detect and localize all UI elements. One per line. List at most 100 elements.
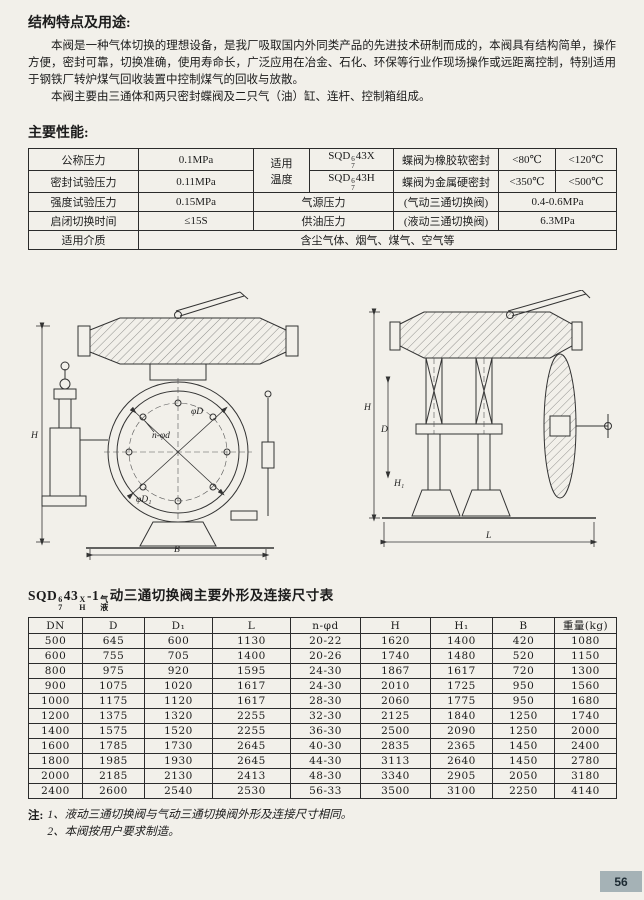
dim-label-l: L <box>485 531 491 541</box>
table-cell: 2400 <box>554 738 617 754</box>
table-cell: 1250 <box>492 708 555 724</box>
table-cell: 2413 <box>212 768 291 784</box>
valve-front-view-drawing: H <box>30 291 299 560</box>
dim-label-phi-d: φD <box>191 407 203 417</box>
table-cell: 1320 <box>144 708 213 724</box>
table-cell: 2645 <box>212 753 291 769</box>
valve-side-view-drawing: H D H₁ <box>364 290 612 547</box>
hard-seal-temp1: <350℃ <box>498 170 556 193</box>
table-cell: 645 <box>82 633 145 649</box>
table-cell: 1120 <box>144 693 213 709</box>
table-cell: 2645 <box>212 738 291 754</box>
table-cell: 800 <box>28 663 83 679</box>
table-cell: 2130 <box>144 768 213 784</box>
column-header: D <box>82 617 145 634</box>
table-cell: 1730 <box>144 738 213 754</box>
oil-supply-label: 供油压力 <box>253 211 394 231</box>
performance-heading: 主要性能: <box>28 126 89 141</box>
table-cell: 40-30 <box>290 738 361 754</box>
table-cell: 1800 <box>28 753 83 769</box>
nominal-pressure-label: 公称压力 <box>28 148 139 171</box>
technical-drawings: H <box>28 290 616 562</box>
table-cell: 520 <box>492 648 555 664</box>
table-cell: 1400 <box>430 633 493 649</box>
dim-label-b: B <box>174 545 180 555</box>
table-cell: 1250 <box>492 723 555 739</box>
table-cell: 1480 <box>430 648 493 664</box>
table-cell: 3180 <box>554 768 617 784</box>
table-cell: 2500 <box>360 723 431 739</box>
temp-label-cell: 适用 温度 <box>253 148 310 193</box>
table-cell: 1200 <box>28 708 83 724</box>
column-header: H₁ <box>430 617 493 634</box>
table-cell: 1725 <box>430 678 493 694</box>
table-cell: 2365 <box>430 738 493 754</box>
table-cell: 1867 <box>360 663 431 679</box>
features-heading: 结构特点及用途: <box>28 16 131 31</box>
dim-label-n-phi-d: n-φd <box>152 431 170 441</box>
column-header: L <box>212 617 291 634</box>
table-cell: 2060 <box>360 693 431 709</box>
strength-test-label: 强度试验压力 <box>28 192 139 212</box>
table-cell: 2250 <box>492 783 555 799</box>
table-cell: 1785 <box>82 738 145 754</box>
table-cell: 1375 <box>82 708 145 724</box>
dim-label-phi-d1: φD₁ <box>136 495 151 505</box>
table-cell: 56-33 <box>290 783 361 799</box>
temp-label-line1: 适用 <box>270 157 293 170</box>
table-cell: 1775 <box>430 693 493 709</box>
table-cell: 1680 <box>554 693 617 709</box>
table-cell: 2255 <box>212 708 291 724</box>
title-model-mid: 43 <box>63 588 79 603</box>
table-cell: 2540 <box>144 783 213 799</box>
table-cell: 1520 <box>144 723 213 739</box>
table-cell: 1595 <box>212 663 291 679</box>
table-cell: 2010 <box>360 678 431 694</box>
table-cell: 24-30 <box>290 678 361 694</box>
model-suffix: 43X <box>355 150 375 162</box>
title-drive-type-stack: 气液 <box>100 595 109 612</box>
nominal-pressure-value: 0.1MPa <box>138 148 254 171</box>
model-suffix: 43H <box>355 172 375 184</box>
table-cell: 48-30 <box>290 768 361 784</box>
temp-label-line2: 温度 <box>270 173 293 186</box>
oil-supply-model: (液动三通切换阀) <box>393 211 499 231</box>
table-cell: 975 <box>82 663 145 679</box>
title-rest: 动三通切换阀主要外形及连接尺寸表 <box>109 588 334 603</box>
features-paragraph-1: 本阀是一种气体切换的理想设备，是我厂吸取国内外同类产品的先进技术研制而成的，本阀… <box>28 40 616 86</box>
perf-row-3: 强度试验压力 0.15MPa 气源压力 (气动三通切换阀) 0.4-0.6MPa <box>28 192 617 212</box>
table-cell: 3500 <box>360 783 431 799</box>
table-cell: 1840 <box>430 708 493 724</box>
table-cell: 2530 <box>212 783 291 799</box>
table-cell: 1575 <box>82 723 145 739</box>
table-cell: 950 <box>492 693 555 709</box>
table-cell: 1930 <box>144 753 213 769</box>
table-cell: 2000 <box>554 723 617 739</box>
table-cell: 1985 <box>82 753 145 769</box>
soft-seal-desc: 蝶阀为橡胶软密封 <box>393 148 499 171</box>
dim-label-h: H <box>30 431 39 441</box>
table-cell: 2050 <box>492 768 555 784</box>
table-cell: 1130 <box>212 633 291 649</box>
table-cell: 20-26 <box>290 648 361 664</box>
column-header: 重量(kg) <box>554 617 617 634</box>
hard-seal-desc: 蝶阀为金属硬密封 <box>393 170 499 193</box>
switch-time-label: 启闭切换时间 <box>28 211 139 231</box>
table-cell: 2640 <box>430 753 493 769</box>
air-supply-model: (气动三通切换阀) <box>393 192 499 212</box>
note-line-2: 2、本阀按用户要求制造。 <box>47 826 180 838</box>
column-header: H <box>360 617 431 634</box>
model-prefix: SQD <box>328 172 351 184</box>
table-cell: 2400 <box>28 783 83 799</box>
dim-label-d: D <box>380 425 388 435</box>
